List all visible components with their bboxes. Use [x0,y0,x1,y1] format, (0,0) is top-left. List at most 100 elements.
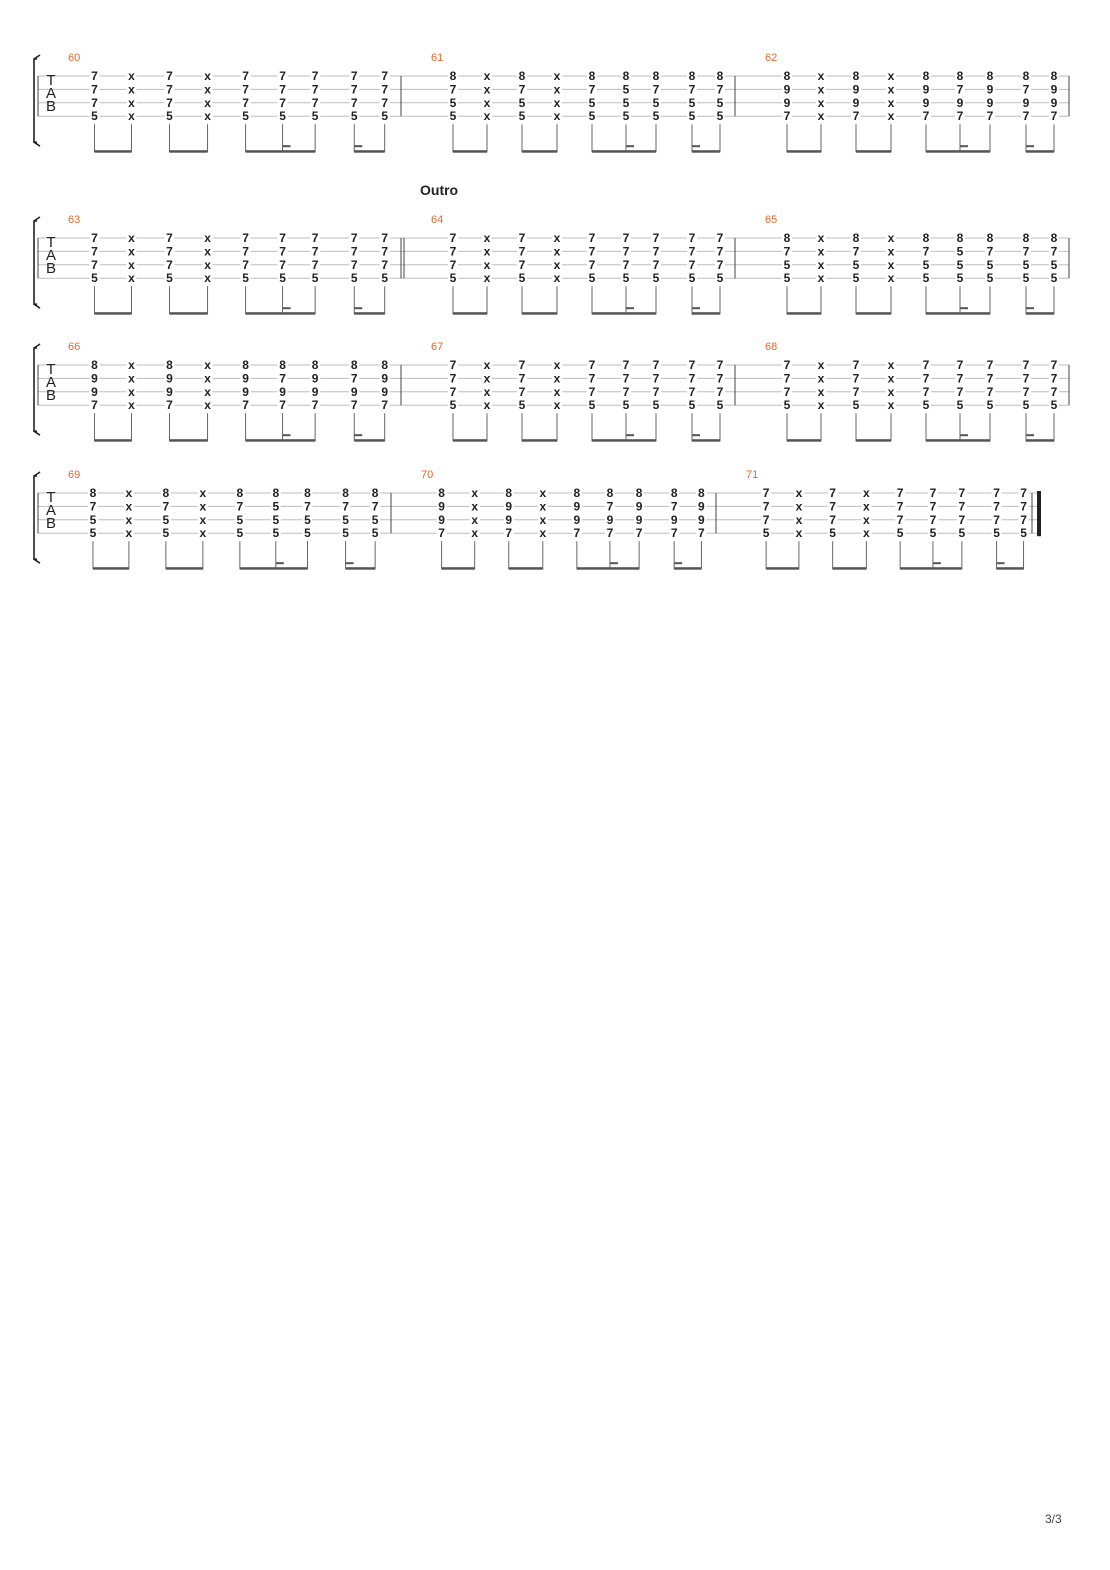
muted-note: x [888,358,895,372]
fret-bg [349,385,360,398]
fret-bg [621,372,631,385]
fret-bg [240,272,251,285]
fret-bg [782,399,792,412]
fret-number: 8 [923,231,930,245]
beam-partial [692,307,700,310]
fret-number: 8 [784,69,791,83]
fret-number: 7 [242,231,249,245]
fret-bg [448,96,458,109]
fret-bg [448,272,458,285]
fret-bg [651,232,661,244]
fret-bg [886,359,896,371]
fret-bg [955,83,965,96]
fret-bg [517,372,527,385]
fret-number: 7 [689,371,696,385]
muted-note: x [484,244,491,258]
fret-bg [349,110,360,123]
fret-bg [1049,272,1059,285]
muted-note: x [554,398,561,412]
fret-number: 7 [717,82,724,96]
fret-number: 7 [957,358,964,372]
fret-number: 9 [957,96,964,110]
fret-number: 5 [312,109,319,123]
measure-number: 69 [68,469,80,481]
muted-note: x [863,526,870,540]
fret-bg [89,232,100,244]
fret-bg [202,359,213,371]
fret-bg [687,110,697,123]
fret-bg [1049,110,1059,123]
fret-number: 8 [589,69,596,83]
fret-bg [687,83,697,96]
fret-bg [89,70,100,82]
beam [926,312,990,315]
fret-number: 9 [242,385,249,399]
fret-bg [587,385,597,398]
fret-number: 7 [519,258,526,272]
beam [592,312,656,315]
fret-bg [202,232,213,244]
fret-number: 7 [829,486,836,500]
fret-bg [715,245,725,258]
fret-bg [277,272,288,285]
muted-note: x [796,499,803,513]
tab-clef-letter: B [46,260,56,277]
fret-bg [240,70,251,82]
fret-bg [517,232,527,244]
fret-bg [587,359,597,371]
system-bracket [33,220,37,305]
fret-bg [89,258,100,271]
fret-number: 7 [689,231,696,245]
fret-bg [956,513,967,526]
fret-number: 7 [698,526,705,540]
fret-bg [436,487,447,499]
fret-number: 9 [438,499,445,513]
fret-bg [587,83,597,96]
fret-number: 7 [1051,385,1058,399]
fret-number: 7 [653,244,660,258]
fret-number: 9 [1023,96,1030,110]
fret-bg [621,399,631,412]
muted-note: x [484,258,491,272]
fret-number: 5 [623,96,630,110]
fret-bg [482,272,492,285]
beam [592,439,656,442]
fret-bg [861,513,872,526]
beam-partial [960,145,968,148]
muted-note: x [128,82,135,96]
fret-bg [310,96,321,109]
fret-number: 7 [623,385,630,399]
beam [522,439,557,442]
fret-bg [517,83,527,96]
beam [1026,439,1054,442]
fret-bg [448,70,458,82]
beam [856,312,891,315]
fret-number: 8 [91,358,98,372]
fret-bg [379,232,390,244]
fret-number: 5 [237,513,244,527]
fret-bg [126,110,137,123]
fret-number: 8 [853,231,860,245]
fret-number: 5 [784,258,791,272]
fret-bg [552,232,562,244]
fret-bg [1021,272,1031,285]
fret-bg [126,272,137,285]
fret-number: 5 [519,109,526,123]
beam [692,439,720,442]
muted-note: x [818,96,825,110]
fret-number: 7 [589,371,596,385]
fret-number: 8 [351,358,358,372]
fret-bg [927,513,938,526]
fret-bg [126,232,137,244]
fret-number: 8 [438,486,445,500]
fret-bg [793,513,804,526]
fret-bg [886,232,896,244]
fret-number: 9 [784,96,791,110]
fret-number: 9 [784,82,791,96]
fret-bg [552,83,562,96]
fret-bg [687,70,697,82]
muted-note: x [888,82,895,96]
fret-number: 7 [717,385,724,399]
fret-number: 5 [519,271,526,285]
fret-number: 5 [237,526,244,540]
